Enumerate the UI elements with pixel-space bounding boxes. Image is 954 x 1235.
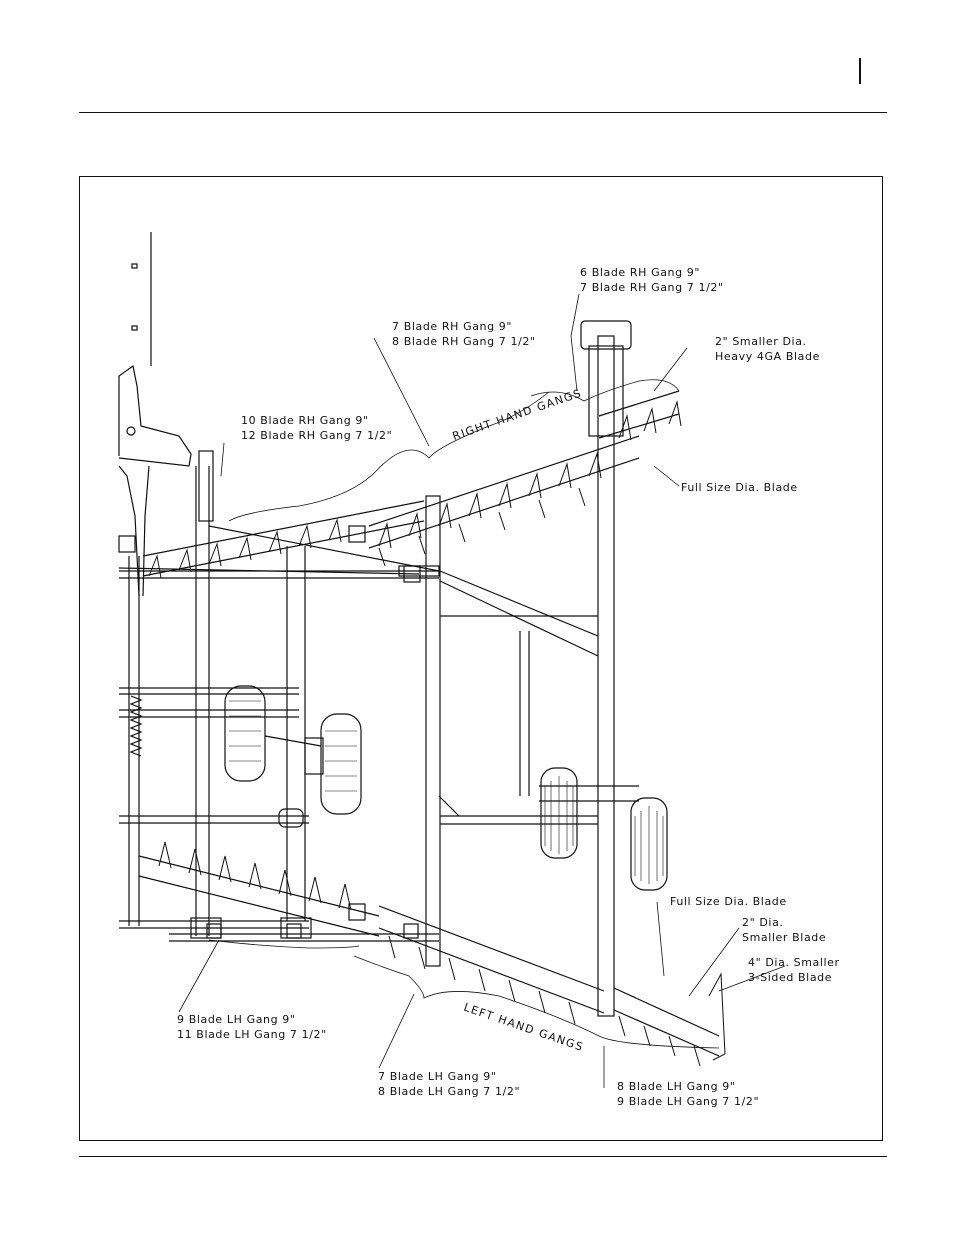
callout-line: 9 Blade LH Gang 7 1/2" [617, 1095, 760, 1108]
callout-line: 6 Blade RH Gang 9" [580, 266, 701, 279]
callout-full-size-top: Full Size Dia. Blade [681, 480, 798, 495]
header-tab-mark [859, 58, 861, 84]
figure-frame [79, 176, 883, 1141]
harrow-drawing [118, 232, 786, 1088]
callout-line: 9 Blade LH Gang 9" [177, 1013, 296, 1026]
callout-full-size-bottom: Full Size Dia. Blade [670, 894, 787, 909]
callout-lh-9-blade: 9 Blade LH Gang 9" 11 Blade LH Gang 7 1/… [177, 1012, 327, 1042]
callout-rh-10-blade: 10 Blade RH Gang 9" 12 Blade RH Gang 7 1… [241, 413, 392, 443]
callout-line: 11 Blade LH Gang 7 1/2" [177, 1028, 327, 1041]
callout-line: 10 Blade RH Gang 9" [241, 414, 369, 427]
callout-4-dia-smaller: 4" Dia. Smaller 3-Sided Blade [748, 955, 840, 985]
callout-line: Full Size Dia. Blade [681, 481, 798, 494]
callout-line: Full Size Dia. Blade [670, 895, 787, 908]
callout-line: Smaller Blade [742, 931, 827, 944]
callout-rh-6-blade: 6 Blade RH Gang 9" 7 Blade RH Gang 7 1/2… [580, 265, 724, 295]
callout-line: 8 Blade RH Gang 7 1/2" [392, 335, 536, 348]
header-rule [79, 112, 887, 113]
callout-line: 7 Blade RH Gang 9" [392, 320, 513, 333]
footer-rule [79, 1156, 887, 1157]
callout-line: 7 Blade LH Gang 9" [378, 1070, 497, 1083]
callout-line: 3-Sided Blade [748, 971, 833, 984]
callout-line: 12 Blade RH Gang 7 1/2" [241, 429, 393, 442]
callout-rh-7-blade: 7 Blade RH Gang 9" 8 Blade RH Gang 7 1/2… [392, 319, 536, 349]
callout-line: 7 Blade RH Gang 7 1/2" [580, 281, 724, 294]
callout-line: 2" Smaller Dia. [715, 335, 807, 348]
callout-line: 2" Dia. [742, 916, 784, 929]
callout-line: 8 Blade LH Gang 7 1/2" [378, 1085, 521, 1098]
callout-line: 4" Dia. Smaller [748, 956, 840, 969]
callout-2-dia-smaller: 2" Dia. Smaller Blade [742, 915, 826, 945]
callout-line: Heavy 4GA Blade [715, 350, 820, 363]
callout-lh-7-blade: 7 Blade LH Gang 9" 8 Blade LH Gang 7 1/2… [378, 1069, 520, 1099]
callout-heavy-blade: 2" Smaller Dia. Heavy 4GA Blade [715, 334, 820, 364]
callout-lh-8-blade: 8 Blade LH Gang 9" 9 Blade LH Gang 7 1/2… [617, 1079, 759, 1109]
callout-line: 8 Blade LH Gang 9" [617, 1080, 736, 1093]
